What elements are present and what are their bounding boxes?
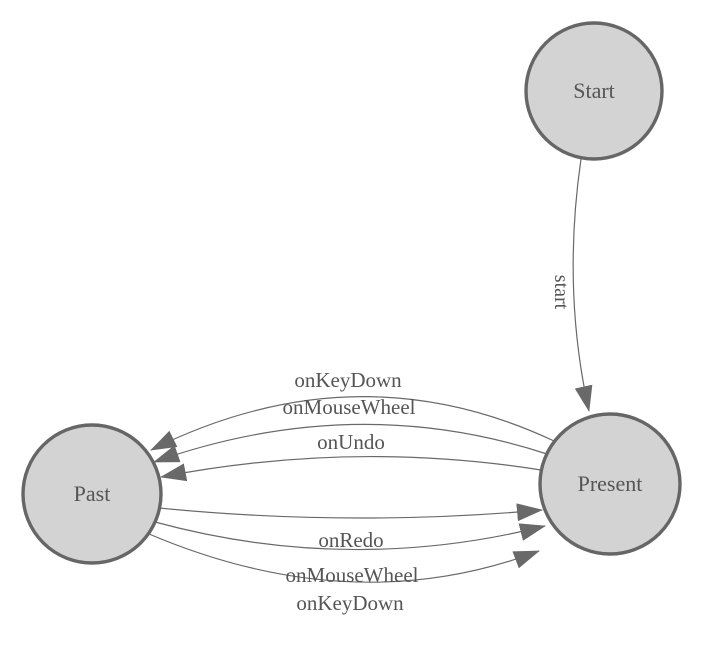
- edge-past-to-present-onredo: [158, 503, 543, 522]
- state-node-start: Start: [524, 21, 664, 161]
- state-node-start-label: Start: [573, 78, 615, 103]
- edge-label-present-to-past-onundo: onUndo: [317, 430, 385, 454]
- state-node-past: Past: [21, 423, 163, 565]
- edge-label-present-to-past-onkeydown: onKeyDown: [294, 368, 402, 392]
- edge-start-to-present-start: [572, 158, 593, 412]
- edge-label-past-to-present-onredo: onRedo: [318, 528, 383, 552]
- state-node-present: Present: [538, 412, 682, 556]
- state-node-present-label: Present: [578, 471, 643, 496]
- edge-present-to-past-onundo: [160, 455, 542, 482]
- state-node-present-circle: [538, 412, 682, 556]
- edge-present-to-past-onmousewheel: [153, 423, 548, 463]
- edge-label-start-to-present-start: start: [550, 275, 572, 310]
- state-node-start-circle: [524, 21, 664, 161]
- state-node-past-circle: [21, 423, 163, 565]
- edge-label-past-to-present-onkeydown: onKeyDown: [296, 591, 404, 615]
- edge-past-to-present-onmousewheel: [154, 521, 546, 551]
- edge-present-to-past-onkeydown: [150, 396, 555, 451]
- edge-label-present-to-past-onmousewheel: onMouseWheel: [283, 395, 416, 419]
- edge-past-to-present-onkeydown: [148, 533, 540, 583]
- state-node-past-label: Past: [74, 481, 111, 506]
- edge-label-past-to-present-onmousewheel: onMouseWheel: [286, 563, 419, 587]
